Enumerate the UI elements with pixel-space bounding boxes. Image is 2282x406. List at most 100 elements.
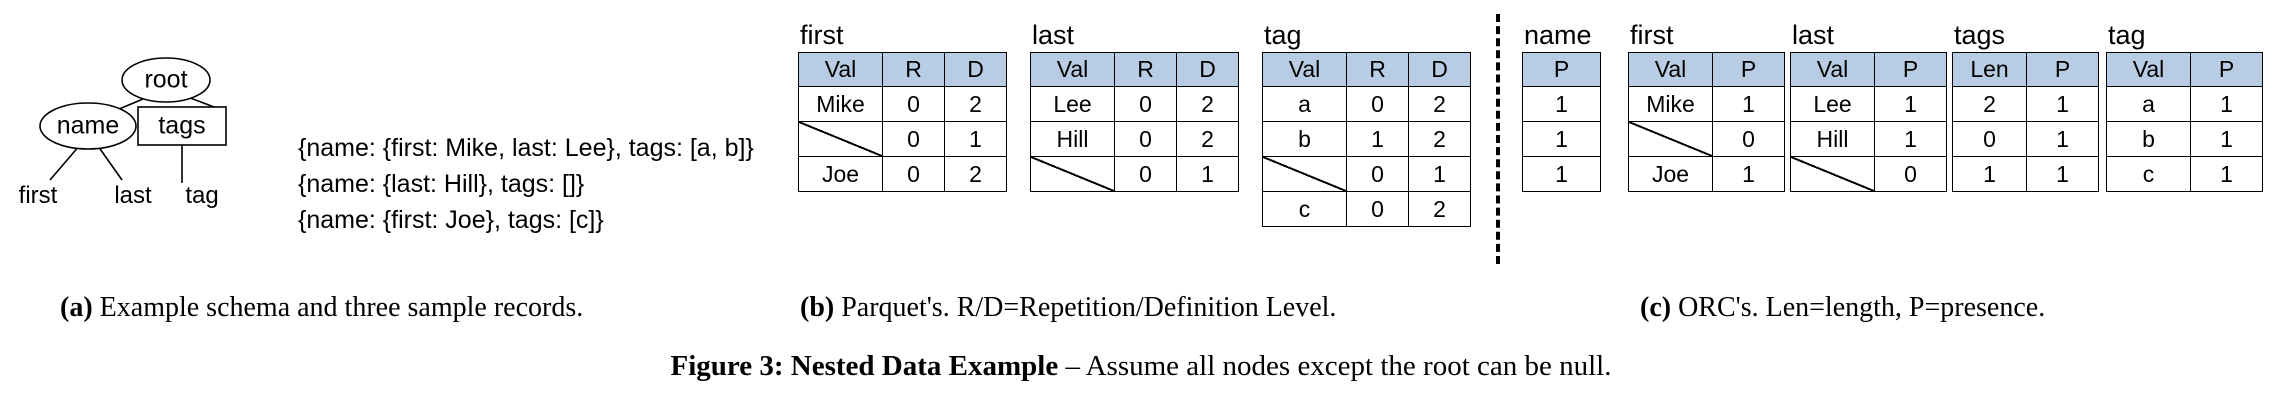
column-header: P bbox=[1522, 52, 1601, 87]
table-row: c 1 bbox=[2106, 156, 2263, 192]
data-table: P 1 1 1 bbox=[1522, 52, 1601, 192]
table-header-row: Val R D bbox=[1030, 52, 1239, 87]
tree-leaf-first: first bbox=[19, 182, 58, 209]
cell-d: 1 bbox=[1408, 156, 1471, 192]
tree-node-name bbox=[39, 102, 137, 150]
table-header-row: Val P bbox=[2106, 52, 2263, 87]
cell-p: 1 bbox=[1522, 86, 1601, 122]
cell-r: 0 bbox=[1114, 156, 1177, 192]
column-header: R bbox=[1346, 52, 1409, 87]
caption-panel-a-label: (a) bbox=[60, 292, 93, 323]
cell-r: 0 bbox=[882, 156, 945, 192]
cell-p: 1 bbox=[2190, 156, 2263, 192]
orc-table-tags: tags Len P 2 1 0 1 1 1 bbox=[1952, 20, 2099, 192]
table-row: Lee 1 bbox=[1790, 86, 1947, 122]
cell-val-null bbox=[1628, 121, 1713, 157]
data-table: Len P 2 1 0 1 1 1 bbox=[1952, 52, 2099, 192]
cell-d: 2 bbox=[1176, 121, 1239, 157]
table-title: tag bbox=[2108, 20, 2146, 50]
tree-node-root-label: root bbox=[144, 66, 187, 94]
table-title: tags bbox=[1954, 20, 2006, 50]
column-header: D bbox=[1408, 52, 1471, 87]
column-header: R bbox=[1114, 52, 1177, 87]
caption-panel-c: (c) ORC's. Len=length, P=presence. bbox=[1640, 292, 2045, 324]
table-title: name bbox=[1524, 20, 1592, 50]
cell-val: c bbox=[2106, 156, 2191, 192]
column-header: D bbox=[944, 52, 1007, 87]
table-row: c 0 2 bbox=[1262, 191, 1471, 227]
orc-table-tag: tag Val P a 1 b 1 c 1 bbox=[2106, 20, 2263, 192]
cell-d: 2 bbox=[1408, 121, 1471, 157]
cell-d: 2 bbox=[1408, 86, 1471, 122]
cell-r: 0 bbox=[882, 86, 945, 122]
column-header: Val bbox=[798, 52, 883, 87]
cell-len: 1 bbox=[1952, 156, 2027, 192]
column-header: Val bbox=[1030, 52, 1115, 87]
cell-val: Lee bbox=[1030, 86, 1115, 122]
cell-len: 2 bbox=[1952, 86, 2027, 122]
table-title: tag bbox=[1264, 20, 1302, 50]
cell-p: 1 bbox=[1522, 121, 1601, 157]
column-header: P bbox=[2190, 52, 2263, 87]
tree-node-name-label: name bbox=[57, 112, 120, 140]
cell-val: a bbox=[1262, 86, 1347, 122]
table-row: 0 1 bbox=[798, 121, 1007, 157]
table-header-row: Val P bbox=[1790, 52, 1947, 87]
table-row: Joe 1 bbox=[1628, 156, 1785, 192]
table-title: last bbox=[1032, 20, 1075, 50]
panel-divider bbox=[1496, 14, 1500, 264]
cell-val: Joe bbox=[798, 156, 883, 192]
edge-name-first bbox=[49, 144, 81, 181]
cell-r: 1 bbox=[1346, 121, 1409, 157]
table-row: 2 1 bbox=[1952, 86, 2099, 122]
column-header: P bbox=[2026, 52, 2099, 87]
orc-table-name: name P 1 1 1 bbox=[1522, 20, 1601, 192]
cell-r: 0 bbox=[1346, 156, 1409, 192]
cell-p: 1 bbox=[1874, 121, 1947, 157]
cell-val-null bbox=[798, 121, 883, 157]
tree-leaf-tag: tag bbox=[185, 182, 218, 209]
data-table: Val R D Mike 0 2 0 1 Joe 0 bbox=[798, 52, 1007, 192]
column-header: Val bbox=[1628, 52, 1713, 87]
cell-r: 0 bbox=[1114, 121, 1177, 157]
cell-val: Lee bbox=[1790, 86, 1875, 122]
cell-val: Joe bbox=[1628, 156, 1713, 192]
caption-panel-a-text: Example schema and three sample records. bbox=[92, 292, 584, 323]
cell-len: 0 bbox=[1952, 121, 2027, 157]
cell-p: 1 bbox=[2190, 86, 2263, 122]
record-line: {name: {first: Mike, last: Lee}, tags: [… bbox=[298, 134, 754, 162]
table-row: 0 1 bbox=[1030, 156, 1239, 192]
orc-table-first: first Val P Mike 1 0 Joe 1 bbox=[1628, 20, 1785, 192]
data-table: Val R D Lee 0 2 Hill 0 2 0 bbox=[1030, 52, 1239, 192]
table-row: 1 bbox=[1522, 86, 1601, 122]
data-table: Val R D a 0 2 b 1 2 0 bbox=[1262, 52, 1471, 227]
cell-val: a bbox=[2106, 86, 2191, 122]
cell-d: 2 bbox=[1176, 86, 1239, 122]
column-header: Val bbox=[2106, 52, 2191, 87]
panel-schema-tree: root name tags first last tag {name: {fi… bbox=[0, 0, 760, 280]
edge-name-last bbox=[97, 145, 123, 181]
cell-r: 0 bbox=[1114, 86, 1177, 122]
cell-r: 0 bbox=[1346, 191, 1409, 227]
table-row: b 1 2 bbox=[1262, 121, 1471, 157]
cell-d: 1 bbox=[1176, 156, 1239, 192]
cell-val-null bbox=[1790, 156, 1875, 192]
tree-node-root bbox=[121, 57, 211, 103]
table-title: first bbox=[1630, 20, 1674, 50]
cell-val: Hill bbox=[1790, 121, 1875, 157]
cell-p: 1 bbox=[1712, 86, 1785, 122]
caption-panel-a: (a) Example schema and three sample reco… bbox=[60, 292, 583, 324]
schema-tree-graphic: root name tags first last tag bbox=[19, 57, 227, 209]
table-row: b 1 bbox=[2106, 121, 2263, 157]
cell-val: Mike bbox=[1628, 86, 1713, 122]
table-row: 0 1 bbox=[1262, 156, 1471, 192]
table-row: Mike 0 2 bbox=[798, 86, 1007, 122]
cell-val: Hill bbox=[1030, 121, 1115, 157]
cell-p: 1 bbox=[2026, 86, 2099, 122]
data-table: Val P Lee 1 Hill 1 0 bbox=[1790, 52, 1947, 192]
column-header: P bbox=[1874, 52, 1947, 87]
data-table: Val P Mike 1 0 Joe 1 bbox=[1628, 52, 1785, 192]
column-header: Val bbox=[1790, 52, 1875, 87]
orc-table-last: last Val P Lee 1 Hill 1 0 bbox=[1790, 20, 1947, 192]
